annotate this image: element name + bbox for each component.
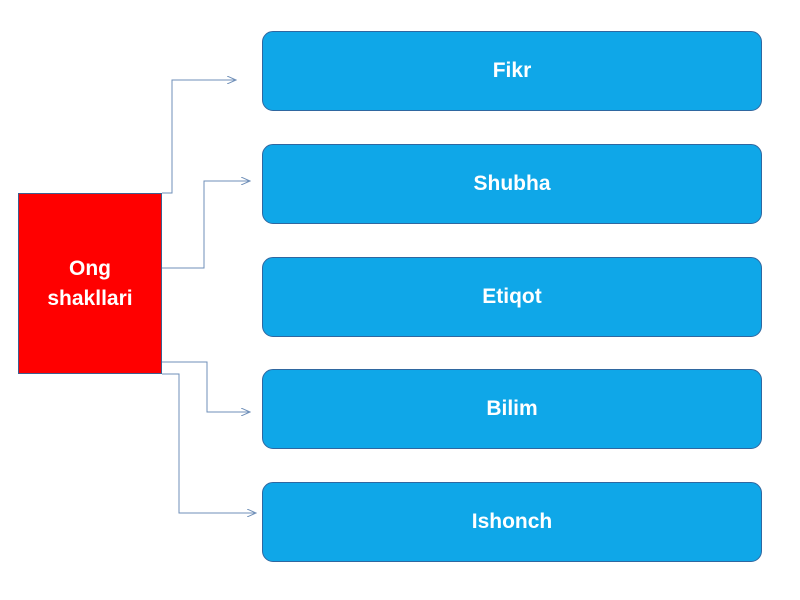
node-fikr: Fikr <box>262 31 762 111</box>
node-label-ishonch: Ishonch <box>471 510 553 533</box>
node-ishonch: Ishonch <box>262 482 762 562</box>
node-etiqot: Etiqot <box>262 257 762 337</box>
node-label-bilim: Bilim <box>486 397 538 420</box>
node-label-fikr: Fikr <box>492 59 532 82</box>
node-bilim: Bilim <box>262 369 762 449</box>
connector-fikr <box>162 80 236 194</box>
connector-ishonch <box>162 373 256 513</box>
connector-shubha <box>162 181 250 269</box>
root-node-ong-shakllari: Ong shakllari <box>18 193 162 374</box>
connector-bilim <box>162 361 250 412</box>
root-node-label: Ong shakllari <box>47 256 133 310</box>
node-shubha: Shubha <box>262 144 762 224</box>
node-label-shubha: Shubha <box>473 172 551 195</box>
node-label-etiqot: Etiqot <box>482 285 542 308</box>
